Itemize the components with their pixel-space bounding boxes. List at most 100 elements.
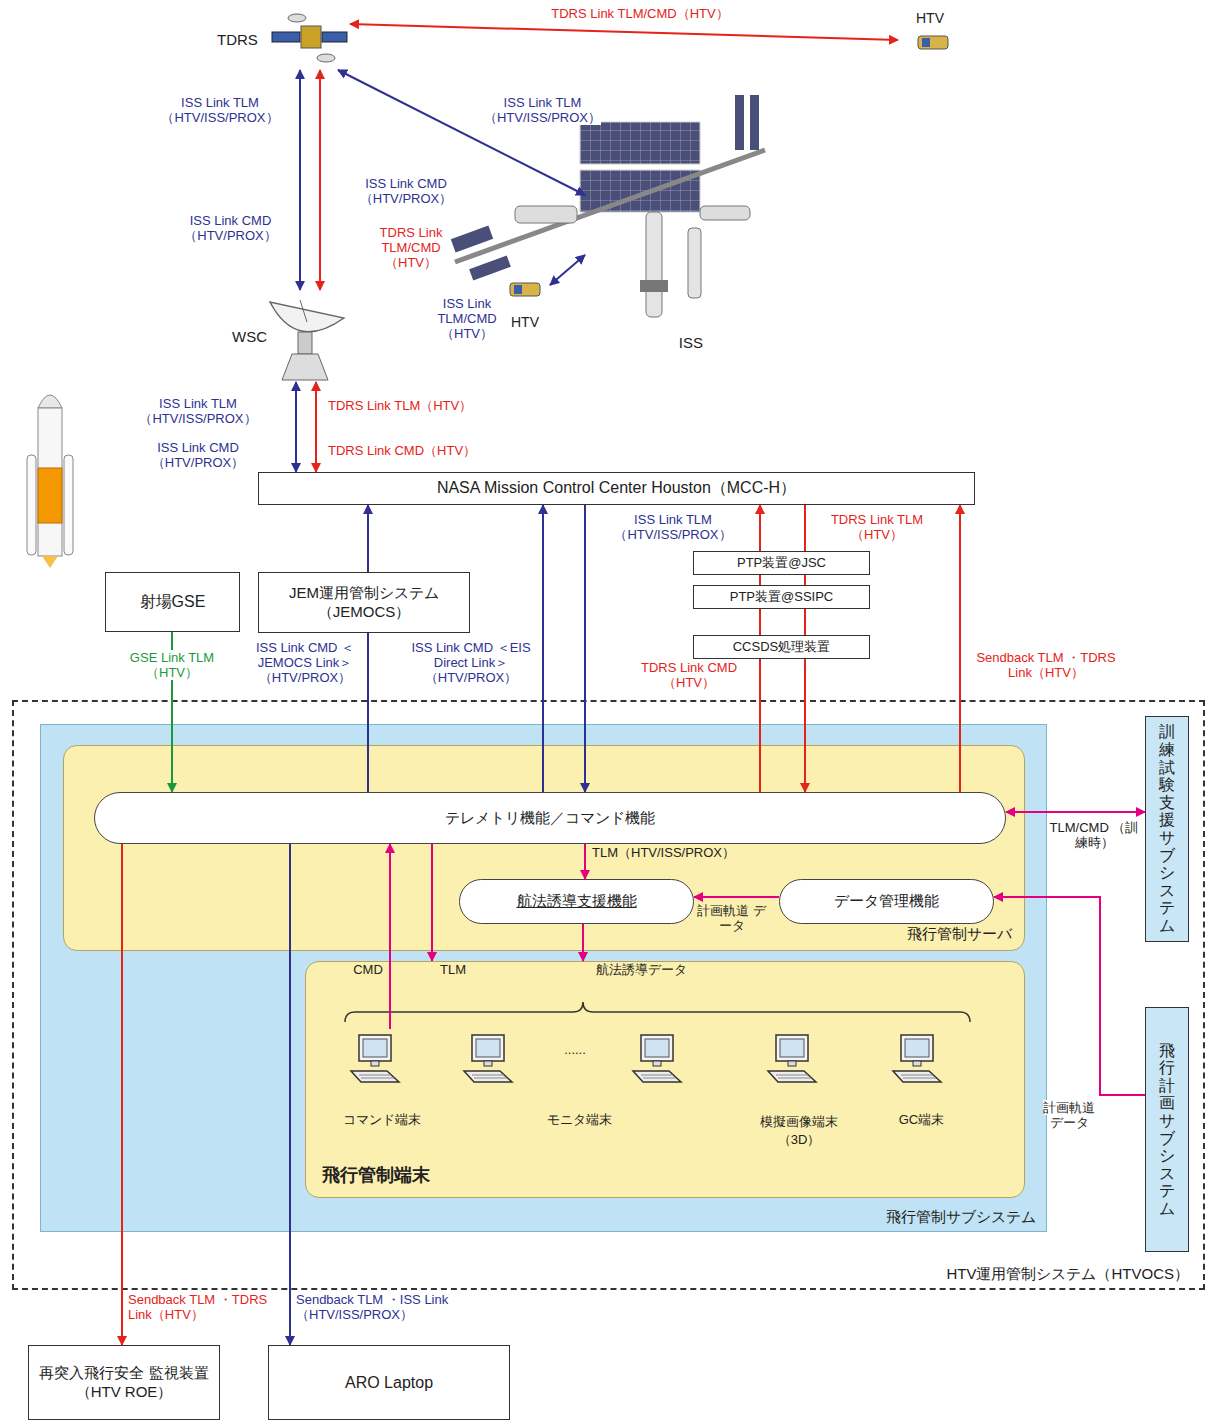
label-holder: ISS Link TLM （HTV/ISS/PROX） xyxy=(470,95,615,125)
connector xyxy=(367,633,369,792)
note-label: ISS Link CMD （HTV/PROX） xyxy=(184,213,276,243)
device-box: PTP装置@JSC xyxy=(693,551,870,575)
note-label: TDRS Link CMD（HTV） xyxy=(328,443,476,458)
label-holder: ISS Link CMD （HTV/PROX） xyxy=(168,213,293,243)
function-box: テレメトリ機能／コマンド機能 xyxy=(94,792,1006,844)
link-label: TLM xyxy=(440,962,466,977)
subsystem-box: 訓練試験支援サブシステム xyxy=(1145,716,1189,942)
connector xyxy=(584,844,586,879)
node-text: 飛行管制端末 xyxy=(322,1163,430,1187)
link-label: ISS Link TLM/CMD （HTV） xyxy=(437,296,496,341)
node-text: WSC xyxy=(232,328,267,345)
connector xyxy=(804,505,806,551)
connector xyxy=(367,505,369,572)
label-holder: GSE Link TLM （HTV） xyxy=(122,650,222,680)
label-holder: ISS Link TLM （HTV/ISS/PROX） xyxy=(598,512,748,542)
node-text: モニタ端末 xyxy=(547,1111,612,1129)
iss-illustration xyxy=(451,95,765,317)
label-holder: 計画軌道 データ xyxy=(694,903,769,933)
link-label: TDRS Link TLM/CMD（HTV） xyxy=(551,6,728,21)
subsystem-box: 飛行計画サブシステム xyxy=(1145,1007,1189,1252)
label-holder: TDRS Link TLM/CMD （HTV） xyxy=(366,225,456,270)
function-box: 航法誘導支援機能 xyxy=(459,879,694,924)
node-text: データ管理機能 xyxy=(834,892,939,911)
label-holder: TDRS Link CMD（HTV） xyxy=(328,443,518,458)
connector xyxy=(759,505,761,551)
connector xyxy=(315,382,317,472)
node-text: 飛行管制サブシステム xyxy=(886,1208,1036,1227)
link-label: TLM/CMD （訓練時） xyxy=(1050,820,1139,850)
node-text: ISS xyxy=(679,334,703,351)
subsystem-panel: 飛行管制サブシステム飛行管制サーバ テレメトリ機能／コマンド機能航法誘導支援機能 デ… xyxy=(40,724,1047,1232)
link-label: Sendback TLM ・TDRS Link（HTV） xyxy=(976,650,1115,680)
connector xyxy=(994,897,1145,1095)
label-holder: TDRS Link CMD （HTV） xyxy=(624,660,754,690)
terminal-panel: 飛行管制端末 コマンド端末 モニタ端末 模擬画像端末 （3D） GC端末 xyxy=(305,961,1025,1198)
node-text: 飛行計画サブシステム xyxy=(1159,1042,1175,1218)
note-label: ISS Link CMD （HTV/PROX） xyxy=(152,440,244,470)
link-label: ISS Link CMD ＜JEMOCS Link＞ （HTV/PROX） xyxy=(256,640,354,685)
htv-icon xyxy=(510,36,948,296)
brace xyxy=(345,1002,970,1022)
link-label: 計画軌道 データ xyxy=(697,903,766,933)
label-holder: TDRS Link TLM （HTV） xyxy=(812,512,942,542)
connector xyxy=(299,70,301,290)
label-holder: ISS Link TLM/CMD （HTV） xyxy=(432,296,502,341)
node-text: NASA Mission Control Center Houston（MCC-… xyxy=(437,478,796,499)
label-holder: TLM/CMD （訓練時） xyxy=(1048,820,1140,850)
terminal-icon: GC端末 xyxy=(879,1029,964,1129)
node-text: コマンド端末 xyxy=(343,1111,421,1129)
node-text: 飛行管制サーバ xyxy=(907,925,1012,944)
server-panel: 飛行管制サーバ テレメトリ機能／コマンド機能航法誘導支援機能 データ管理機能 xyxy=(63,745,1025,951)
connector xyxy=(542,505,544,792)
node-text: 訓練試験支援サブシステム xyxy=(1159,723,1175,934)
node-text: CCSDS処理装置 xyxy=(733,638,831,656)
connector xyxy=(759,659,761,792)
label-holder: ISS Link CMD （HTV/PROX） xyxy=(128,440,268,470)
node-text: HTV xyxy=(511,314,539,330)
link-label: Sendback TLM ・TDRS Link（HTV） xyxy=(128,1292,267,1322)
node-text: 航法誘導支援機能 xyxy=(517,892,637,911)
link-label: ISS Link TLM （HTV/ISS/PROX） xyxy=(161,95,278,125)
node-text: TDRS xyxy=(217,31,258,48)
node-text: JEM運用管制システム （JEMOCS） xyxy=(267,584,461,622)
label-holder: TLM xyxy=(440,962,480,977)
process-box: 再突入飛行安全 監視装置 （HTV ROE） xyxy=(28,1345,220,1420)
node-text: HTV運用管制システム（HTVOCS） xyxy=(946,1265,1189,1284)
connector xyxy=(694,896,779,898)
node-text: 再突入飛行安全 監視装置 （HTV ROE） xyxy=(37,1364,211,1402)
label-holder: TLM（HTV/ISS/PROX） xyxy=(592,845,762,860)
label-holder: ISS Link CMD （HTV/PROX） xyxy=(350,176,462,206)
connector xyxy=(431,844,433,961)
link-label: TDRS Link TLM（HTV） xyxy=(328,398,472,413)
ground-antenna xyxy=(270,300,344,380)
label-holder: Sendback TLM ・TDRS Link（HTV） xyxy=(966,650,1126,680)
note-label: ...... xyxy=(564,1042,586,1057)
label-holder: ISS Link CMD ＜JEMOCS Link＞ （HTV/PROX） xyxy=(248,640,362,685)
link-label: ISS Link TLM （HTV/ISS/PROX） xyxy=(614,512,731,542)
node-text: HTV xyxy=(916,10,944,26)
link-label: ISS Link TLM （HTV/ISS/PROX） xyxy=(139,396,256,426)
label-holder: ISS Link CMD ＜EIS Direct Link＞ （HTV/PROX… xyxy=(406,640,536,685)
link-label: 航法誘導データ xyxy=(596,962,687,977)
terminal-icon: 模擬画像端末 （3D） xyxy=(742,1029,856,1149)
satellite: TDRS xyxy=(205,8,350,70)
label-holder: ISS Link TLM （HTV/ISS/PROX） xyxy=(150,95,290,125)
spacecraft: HTV xyxy=(500,272,550,330)
connector xyxy=(804,609,806,635)
function-box: データ管理機能 xyxy=(779,879,994,924)
connector xyxy=(121,844,123,1345)
control-center: NASA Mission Control Center Houston（MCC-… xyxy=(258,472,975,505)
link-label: ISS Link TLM （HTV/ISS/PROX） xyxy=(484,95,601,125)
connector xyxy=(319,70,321,290)
label-holder: 計画軌道 データ xyxy=(1040,1100,1098,1130)
tdrs-satellite xyxy=(272,14,347,62)
label-holder: TDRS Link TLM（HTV） xyxy=(328,398,518,413)
connector xyxy=(959,505,961,792)
link-label: Sendback TLM ・ISS Link（HTV/ISS/PROX） xyxy=(296,1292,448,1322)
link-label: 計画軌道 データ xyxy=(1043,1100,1095,1130)
spacecraft: HTV xyxy=(898,8,962,58)
process-box: JEM運用管制システム （JEMOCS） xyxy=(258,572,470,633)
label-holder: CMD xyxy=(350,962,386,977)
device-box: CCSDS処理装置 xyxy=(693,635,870,659)
